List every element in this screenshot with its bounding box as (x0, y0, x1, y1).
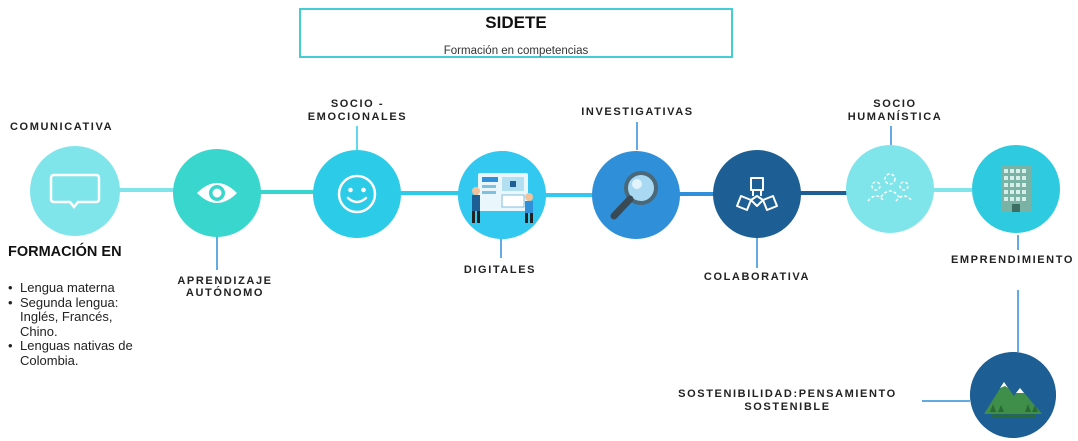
mountain-icon (970, 352, 1056, 438)
formacion-heading: FORMACIÓN EN (8, 244, 122, 260)
smiley-icon (337, 174, 377, 214)
list-item: Segunda lengua: Inglés, Francés, Chino. (8, 295, 148, 340)
node-comunicativa (30, 146, 120, 236)
label-sostenibilidad: SOSTENIBILIDAD:PENSAMIENTO SOSTENIBLE (678, 388, 897, 413)
diagram-title: SIDETE (485, 13, 547, 32)
label-socio-emocionales: SOCIO - EMOCIONALES (307, 98, 408, 123)
building-icon (1001, 166, 1031, 212)
speech-bubble-icon (49, 173, 101, 210)
node-colaborativa (713, 150, 801, 238)
node-emprendimiento (972, 145, 1060, 233)
magnifier-icon (610, 171, 658, 220)
label-digitales: DIGITALES (463, 264, 537, 276)
eye-icon (197, 183, 237, 203)
label-investigativas: INVESTIGATIVAS (581, 106, 694, 118)
hands-icon (736, 177, 778, 211)
label-aprendizaje-autonomo: APRENDIZAJE AUTÓNOMO (177, 275, 273, 299)
node-socio-emocionales (313, 150, 401, 238)
node-socio-humanistica (846, 145, 934, 233)
label-emprendimiento: EMPRENDIMIENTO (950, 254, 1075, 266)
node-sostenibilidad (970, 352, 1056, 438)
people-group-icon (867, 173, 913, 202)
formacion-list: Lengua materna Segunda lengua: Inglés, F… (8, 280, 168, 368)
list-item: Lengua materna (8, 280, 168, 296)
diagram-subtitle: Formación en competencias (443, 45, 589, 57)
list-item: Lenguas nativas de Colombia. (8, 338, 160, 368)
digital-workers-icon (458, 151, 546, 239)
node-digitales (458, 151, 546, 239)
title-box: SIDETE Formación en competencias (299, 8, 733, 58)
node-investigativas (592, 151, 680, 239)
label-comunicativa: COMUNICATIVA (10, 121, 114, 133)
label-colaborativa: COLABORATIVA (703, 271, 811, 283)
label-socio-humanistica: SOCIO HUMANÍSTICA (847, 98, 943, 123)
node-aprendizaje-autonomo (173, 149, 261, 237)
